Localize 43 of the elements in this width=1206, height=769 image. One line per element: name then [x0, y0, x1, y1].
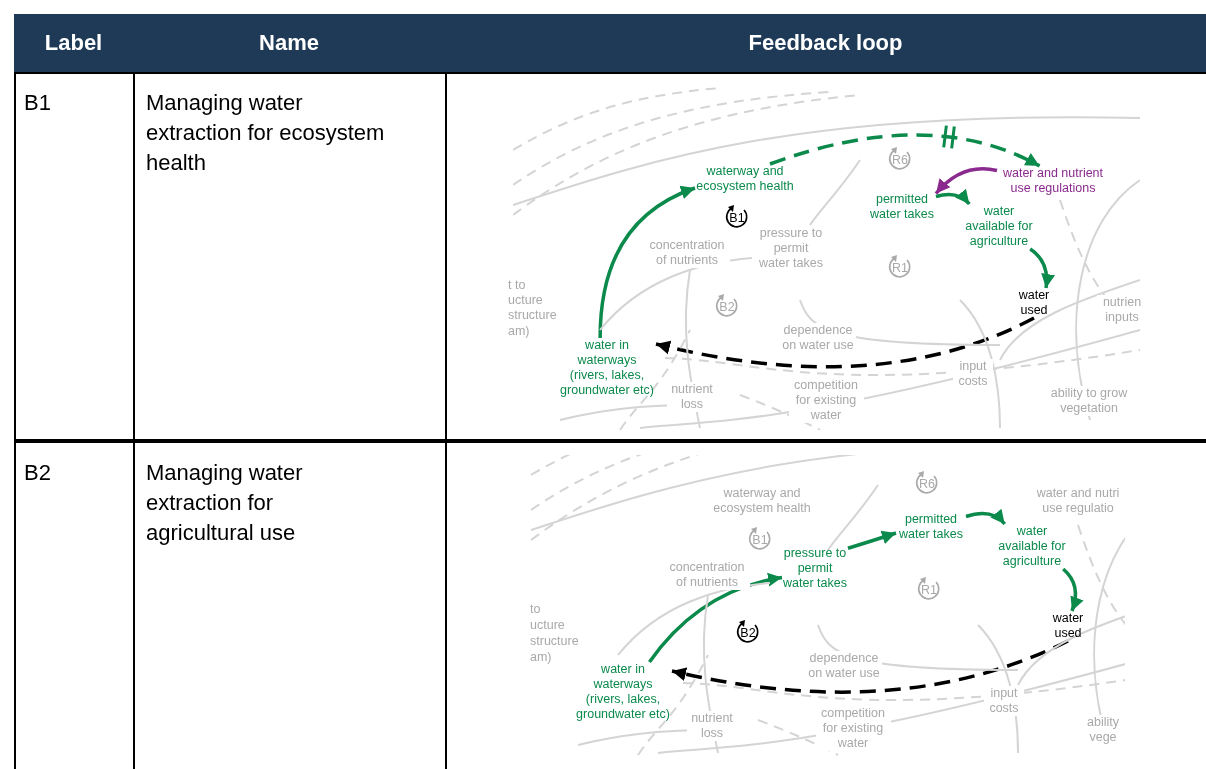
arrow — [598, 186, 696, 339]
variable-label: water used — [1014, 288, 1054, 318]
column-header: Label — [14, 14, 133, 72]
variable-label: pressure to permit water takes — [782, 546, 848, 591]
arrow — [965, 508, 1006, 526]
variable-label: water and nutrient use regulations — [997, 166, 1109, 196]
faded-variable-label: am) — [508, 324, 530, 339]
loop-label: R1 — [920, 583, 938, 598]
variable-label: water in waterways (rivers, lakes, groundwater etc) — [574, 662, 672, 722]
variable-label: water used — [1048, 611, 1088, 641]
variable-label: waterway and ecosystem health — [695, 164, 795, 194]
faded-variable-label: input costs — [984, 686, 1024, 716]
column-header: Feedback loop — [445, 14, 1206, 72]
loop-label: R6 — [891, 153, 909, 168]
loop-label: R6 — [918, 477, 936, 492]
loop-name: Managing water extraction for ecosystem health — [146, 89, 386, 177]
loop-code: B1 — [24, 89, 52, 117]
loop-label: B1 — [728, 211, 746, 226]
loop-label: R1 — [891, 261, 909, 276]
column-header: Name — [133, 14, 445, 72]
faded-variable-label: competition for existing water — [788, 378, 864, 423]
loop-name: Managing water extraction for agricultural use — [146, 459, 304, 547]
arrow — [655, 316, 1035, 369]
arrow — [1029, 247, 1055, 289]
variable-label: water in waterways (rivers, lakes, groundwater etc) — [558, 338, 656, 398]
variable-label: water available for agriculture — [960, 204, 1038, 249]
loop-label: B2 — [739, 626, 757, 641]
variable-label: water available for agriculture — [993, 524, 1071, 569]
loop-label: B1 — [751, 533, 769, 548]
faded-variable-label: am) — [530, 650, 552, 665]
variable-label: permitted water takes — [868, 192, 936, 222]
arrow — [847, 530, 897, 550]
arrow — [648, 573, 783, 664]
arrow — [934, 167, 998, 195]
faded-variable-label: waterway and ecosystem health — [712, 486, 812, 516]
arrow — [1062, 567, 1084, 612]
arrow — [671, 639, 1069, 694]
variable-label: permitted water takes — [896, 512, 966, 542]
faded-variable-label: competition for existing water — [815, 706, 891, 751]
arrow — [769, 133, 1041, 168]
loop-label: B2 — [718, 300, 736, 315]
loop-code: B2 — [24, 459, 52, 487]
arrow — [935, 188, 971, 206]
